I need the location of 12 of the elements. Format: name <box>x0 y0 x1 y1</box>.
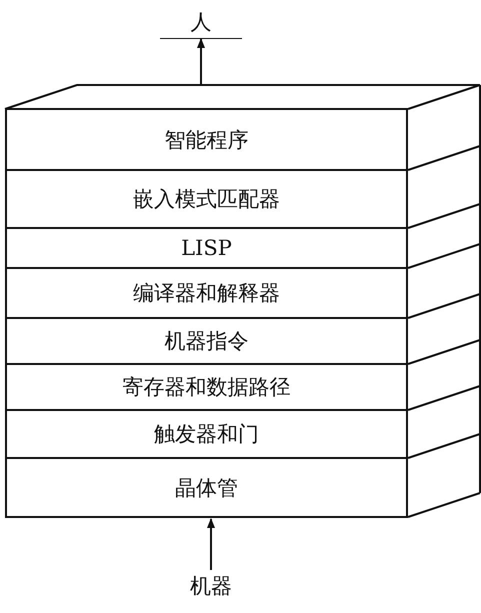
input-label: 机器 <box>176 570 246 604</box>
arrow <box>207 518 215 570</box>
layer-box: 嵌入模式匹配器 <box>5 169 408 229</box>
layer-box: 编译器和解释器 <box>5 267 408 319</box>
layer-box: 触发器和门 <box>5 409 408 459</box>
layer-box: 智能程序 <box>5 108 408 171</box>
layer-box: LISP <box>5 227 408 269</box>
layer-box: 寄存器和数据路径 <box>5 363 408 411</box>
output-label: 人 <box>160 8 242 39</box>
layer-box: 机器指令 <box>5 317 408 365</box>
layer-box: 晶体管 <box>5 457 408 518</box>
arrow <box>197 38 205 84</box>
